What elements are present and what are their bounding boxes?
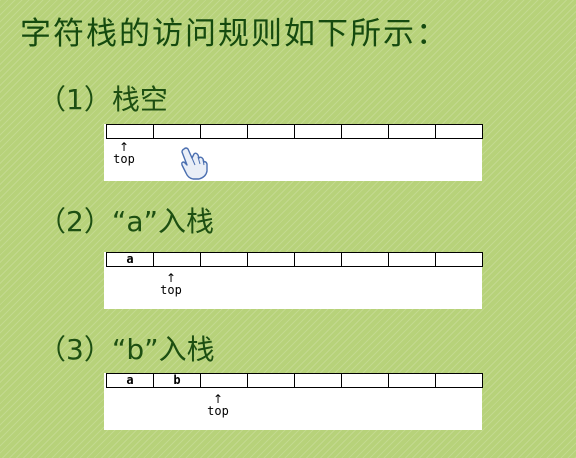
step-3-label: （3）“b”入栈: [38, 333, 215, 366]
stack-cells: [106, 124, 483, 139]
top-pointer: ↑ top: [198, 393, 238, 417]
stack-cell: [295, 125, 342, 138]
stack-cell: [248, 253, 295, 266]
up-arrow-icon: ↑: [212, 392, 224, 406]
top-label: top: [160, 283, 182, 297]
stack-diagram-3: a b ↑ top: [104, 373, 483, 430]
stack-cell: [389, 374, 436, 387]
stack-cell: [436, 374, 482, 387]
top-label: top: [207, 404, 229, 418]
step-2-label: （2）“a”入栈: [38, 205, 214, 238]
stack-cell: [248, 374, 295, 387]
stack-cell: a: [107, 374, 154, 387]
stack-cell: [201, 253, 248, 266]
stack-cell: [201, 374, 248, 387]
top-pointer: ↑ top: [104, 141, 144, 165]
stack-cell: [154, 125, 201, 138]
stack-cell: [389, 125, 436, 138]
stack-cell: [436, 125, 482, 138]
stack-cell: [295, 374, 342, 387]
stack-cell: [295, 253, 342, 266]
stack-diagram-2: a ↑ top: [104, 252, 483, 309]
stack-cells: a: [106, 252, 483, 267]
stack-cell: [436, 253, 482, 266]
stack-cell: a: [107, 253, 154, 266]
stack-diagram-1: ↑ top: [104, 124, 483, 181]
pointing-hand-icon: [181, 147, 208, 180]
stack-cell: [248, 125, 295, 138]
top-label: top: [113, 152, 135, 166]
stack-cell: [342, 374, 389, 387]
step-1-label: （1）栈空: [38, 83, 168, 116]
stack-cell: [107, 125, 154, 138]
stack-cell: [201, 125, 248, 138]
top-pointer: ↑ top: [151, 272, 191, 296]
up-arrow-icon: ↑: [118, 140, 130, 154]
up-arrow-icon: ↑: [165, 271, 177, 285]
slide-title: 字符栈的访问规则如下所示：: [20, 16, 449, 52]
stack-cell: [154, 253, 201, 266]
stack-cell: [342, 125, 389, 138]
stack-cells: a b: [106, 373, 483, 388]
stack-cell: b: [154, 374, 201, 387]
stack-cell: [389, 253, 436, 266]
stack-cell: [342, 253, 389, 266]
